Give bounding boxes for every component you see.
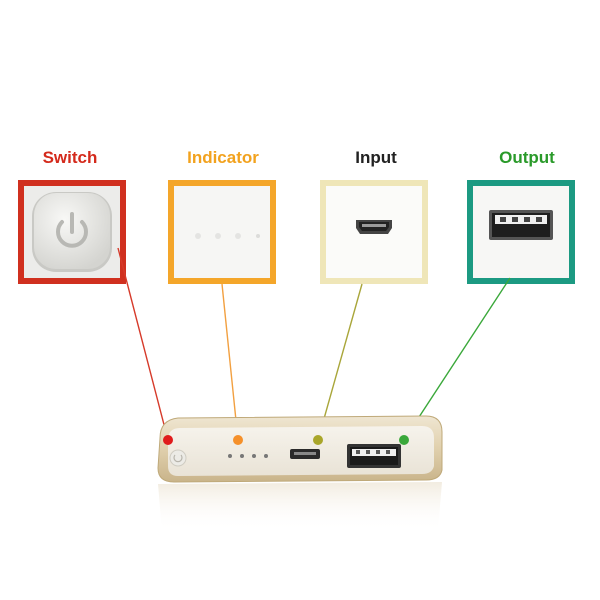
output-panel xyxy=(467,180,575,284)
input-label: Input xyxy=(355,148,397,167)
power-bank-device xyxy=(157,415,443,483)
device-usb-a-port xyxy=(347,444,401,468)
device-reflection xyxy=(158,482,442,532)
switch-panel xyxy=(18,180,126,284)
output-connector-line xyxy=(403,277,511,441)
input-connector-dot xyxy=(313,435,323,445)
input-connector-line xyxy=(317,283,363,441)
input-panel xyxy=(320,180,428,284)
output-panel-inner xyxy=(473,186,569,278)
switch-panel-inner xyxy=(24,186,120,278)
switch-label: Switch xyxy=(42,148,98,167)
indicator-panel-inner xyxy=(174,186,270,278)
indicator-panel xyxy=(168,180,276,284)
led-indicator-icon xyxy=(195,233,260,239)
power-button-icon xyxy=(32,192,112,272)
switch-connector-dot xyxy=(163,435,173,445)
output-label: Output xyxy=(499,148,555,167)
input-panel-inner xyxy=(326,186,422,278)
indicator-label: Indicator xyxy=(187,148,259,167)
device-micro-usb-port xyxy=(290,449,320,459)
indicator-connector-dot xyxy=(233,435,243,445)
output-connector-dot xyxy=(399,435,409,445)
device-power-button xyxy=(169,449,187,467)
usb-a-port-icon xyxy=(489,210,553,240)
indicator-connector-line xyxy=(221,283,239,441)
micro-usb-port-icon xyxy=(356,220,392,234)
